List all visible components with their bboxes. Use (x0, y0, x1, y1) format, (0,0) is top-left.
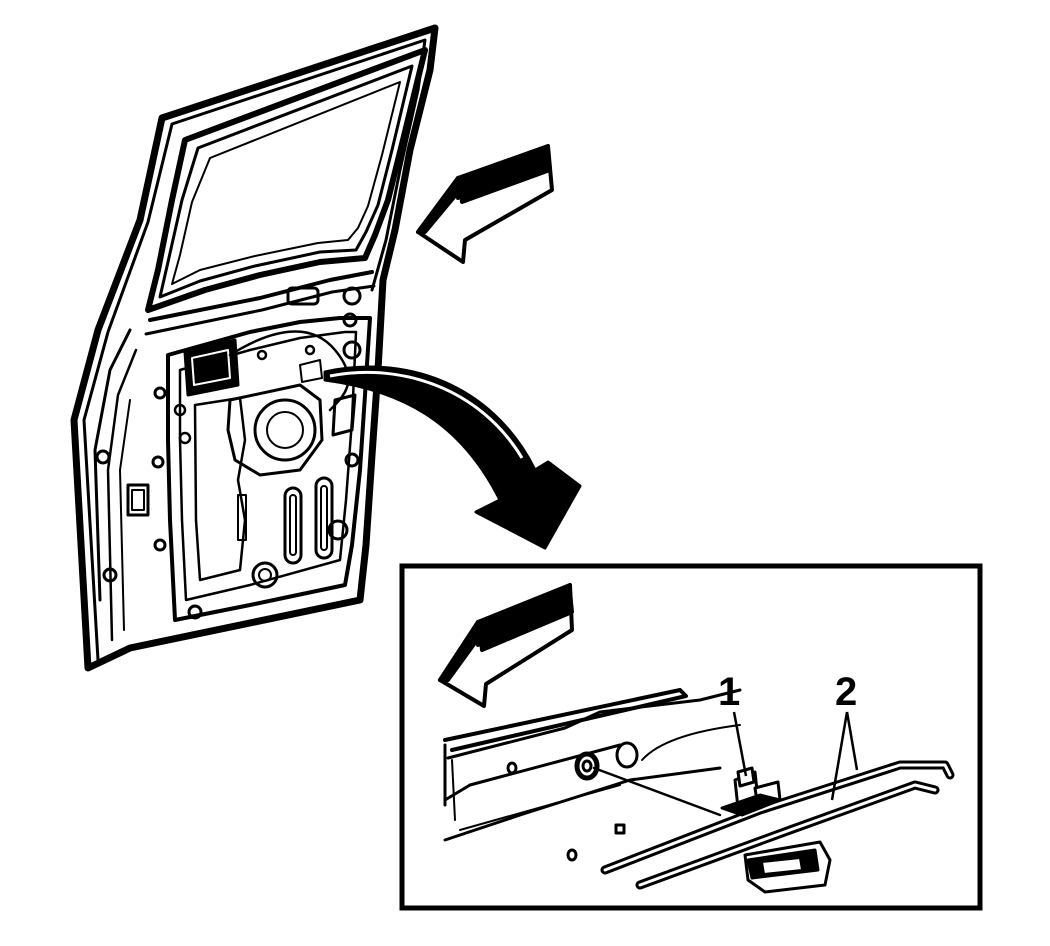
callout-2-label: 2 (835, 670, 857, 714)
detail-view-direction-arrow-icon (438, 583, 574, 708)
detail-pointer-arrow-icon (323, 365, 582, 550)
door-inner-panel-detail (443, 688, 742, 862)
callout-1-label: 1 (718, 670, 740, 714)
callout-2: 2 (830, 670, 859, 801)
view-direction-arrow-icon (416, 144, 554, 264)
rear-door-shell-icon (70, 24, 439, 672)
clip-icon (720, 766, 832, 894)
seal-strip-icon (600, 760, 955, 890)
callout-1: 1 (718, 670, 748, 777)
